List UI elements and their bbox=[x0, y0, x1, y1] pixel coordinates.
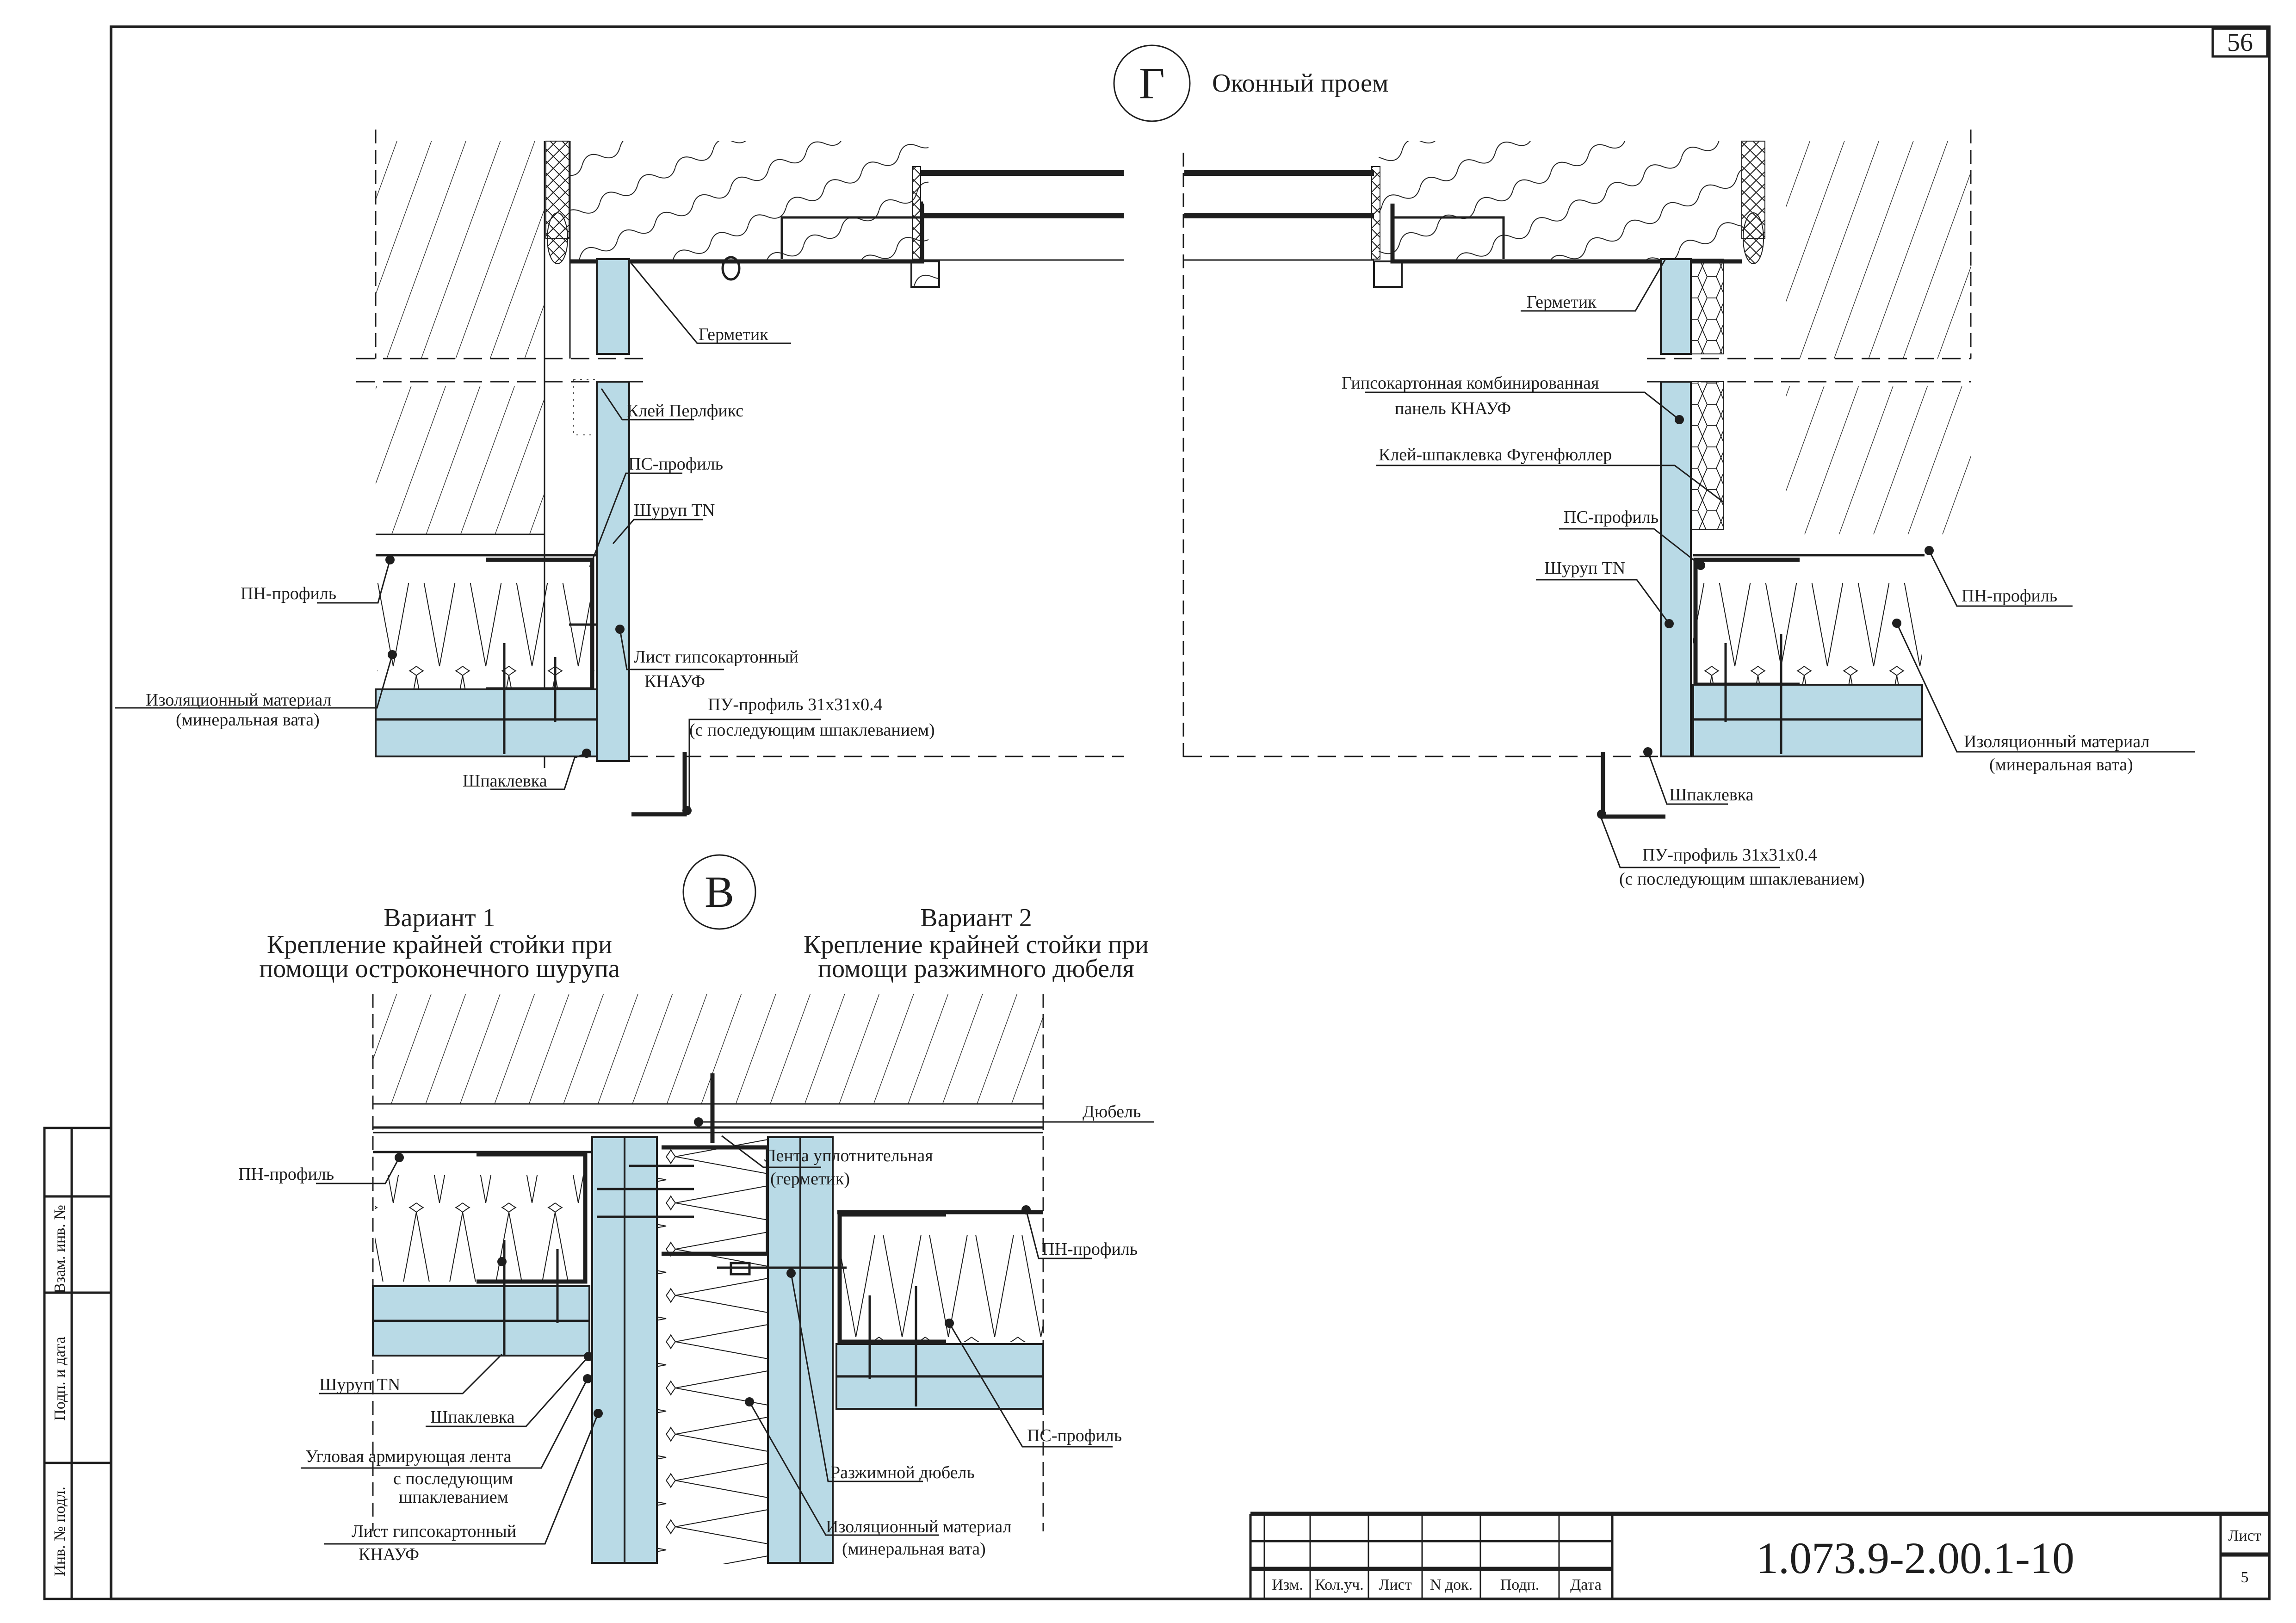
sheet-label: Лист bbox=[2228, 1527, 2261, 1544]
variant1-subtitle-1: Крепление крайней стойки при bbox=[267, 930, 612, 959]
label-hermetic-right: Герметик bbox=[1527, 292, 1597, 312]
label-insulation-left-2: (минеральная вата) bbox=[176, 710, 320, 730]
side-stamp-signature-date: Подп. и дата bbox=[51, 1337, 68, 1421]
label-perlfix: Клей Перлфикс bbox=[627, 401, 743, 421]
label-ps-profile-v: ПС-профиль bbox=[1027, 1426, 1122, 1445]
label-putty-v: Шпаклевка bbox=[430, 1407, 515, 1427]
title-block: Изм. Кол.уч. Лист N док. Подп. Дата 1.07… bbox=[1249, 1511, 2269, 1599]
label-insulation-v-1: Изоляционный материал bbox=[826, 1517, 1012, 1536]
stud-attachment-detail bbox=[372, 994, 1044, 1564]
label-pu-right-2: (с последующим шпаклеванием) bbox=[1619, 869, 1865, 889]
label-insulation-left-1: Изоляционный материал bbox=[146, 690, 332, 710]
corner-number: 56 bbox=[2227, 28, 2253, 57]
title-col-kolch: Кол.уч. bbox=[1315, 1576, 1364, 1593]
variant1-title: Вариант 1 bbox=[384, 904, 495, 932]
label-gkl-left-2: КНАУФ bbox=[644, 672, 705, 691]
variant2-subtitle-2: помощи разжимного дюбеля bbox=[818, 954, 1134, 983]
label-expansion-dowel: Разжимной дюбель bbox=[830, 1463, 975, 1482]
label-pn-profile-v-right: ПН-профиль bbox=[1042, 1239, 1138, 1259]
label-pu-left-2: (с последующим шпаклеванием) bbox=[689, 720, 935, 740]
side-stamp-replacement: Взам. инв. № bbox=[51, 1205, 68, 1294]
section-v-marker: В bbox=[705, 867, 734, 917]
right-callouts: Герметик Гипсокартонная комбинированная … bbox=[1342, 259, 2195, 889]
title-col-podp: Подп. bbox=[1500, 1576, 1540, 1593]
label-insulation-right-1: Изоляционный материал bbox=[1964, 732, 2150, 751]
sheet-frame bbox=[110, 25, 2271, 1600]
section-g-marker: Г bbox=[1139, 58, 1165, 108]
title-col-date: Дата bbox=[1570, 1576, 1602, 1593]
label-corner-tape-2: с последующим bbox=[393, 1469, 513, 1488]
label-pu-left-1: ПУ-профиль 31x31x0.4 bbox=[708, 695, 883, 714]
label-pn-profile-v-left: ПН-профиль bbox=[238, 1165, 334, 1184]
left-callouts: Герметик Клей Перлфикс ПС-профиль Шуруп … bbox=[115, 259, 935, 811]
label-screw-tn-v: Шуруп TN bbox=[319, 1375, 400, 1394]
window-left-detail bbox=[356, 130, 1124, 817]
corner-number-box bbox=[2211, 27, 2269, 58]
title-col-ndoc: N док. bbox=[1430, 1576, 1473, 1593]
label-hermetic-left: Герметик bbox=[699, 325, 768, 344]
label-pu-right-1: ПУ-профиль 31x31x0.4 bbox=[1642, 845, 1817, 865]
label-gkl-v-2: КНАУФ bbox=[359, 1545, 419, 1564]
document-code: 1.073.9-2.00.1-10 bbox=[1756, 1533, 2074, 1583]
side-stamp-inventory: Инв. № подл. bbox=[51, 1487, 68, 1576]
label-corner-tape-3: шпаклеванием bbox=[399, 1487, 508, 1507]
label-pn-profile-right: ПН-профиль bbox=[1962, 586, 2057, 606]
section-v-callouts: Дюбель Лента уплотнительная (герметик) П… bbox=[238, 1102, 1154, 1564]
label-gkl-left-1: Лист гипсокартонный bbox=[634, 647, 798, 667]
label-dowel: Дюбель bbox=[1083, 1102, 1141, 1121]
window-right-detail bbox=[1182, 130, 1972, 819]
title-col-izm: Изм. bbox=[1272, 1576, 1303, 1593]
label-fugenfuller: Клей-шпаклевка Фугенфюллер bbox=[1379, 445, 1612, 465]
label-putty-right: Шпаклевка bbox=[1669, 785, 1754, 805]
title-col-list: Лист bbox=[1379, 1576, 1411, 1593]
side-stamp: Взам. инв. № Подп. и дата Инв. № подл. bbox=[43, 1127, 112, 1600]
label-gkl-v-1: Лист гипсокартонный bbox=[352, 1522, 516, 1541]
label-combo-panel-2: панель КНАУФ bbox=[1395, 399, 1511, 418]
label-combo-panel-1: Гипсокартонная комбинированная bbox=[1342, 373, 1599, 393]
label-sealing-tape-1: Лента уплотнительная bbox=[764, 1146, 933, 1165]
section-g-title: Оконный проем bbox=[1212, 69, 1388, 98]
label-screw-tn-left: Шуруп TN bbox=[634, 501, 715, 520]
label-screw-tn-right: Шуруп TN bbox=[1544, 558, 1625, 578]
sheet-number: 5 bbox=[2241, 1569, 2249, 1586]
variant2-title: Вариант 2 bbox=[920, 904, 1032, 932]
variant1-subtitle-2: помощи остроконечного шурупа bbox=[259, 954, 620, 983]
label-insulation-v-2: (минеральная вата) bbox=[842, 1539, 986, 1559]
section-v-marker-circle bbox=[682, 854, 756, 930]
label-putty-left: Шпаклевка bbox=[463, 771, 547, 791]
label-sealing-tape-2: (герметик) bbox=[770, 1169, 850, 1189]
label-corner-tape-1: Угловая армирующая лента bbox=[305, 1447, 511, 1466]
label-ps-profile-left: ПС-профиль bbox=[628, 454, 723, 474]
label-ps-profile-right: ПС-профиль bbox=[1564, 508, 1659, 527]
label-insulation-right-2: (минеральная вата) bbox=[1989, 755, 2133, 774]
variant2-subtitle-1: Крепление крайней стойки при bbox=[804, 930, 1149, 959]
section-g-marker-circle bbox=[1113, 44, 1191, 122]
label-pn-profile-left: ПН-профиль bbox=[241, 584, 336, 603]
